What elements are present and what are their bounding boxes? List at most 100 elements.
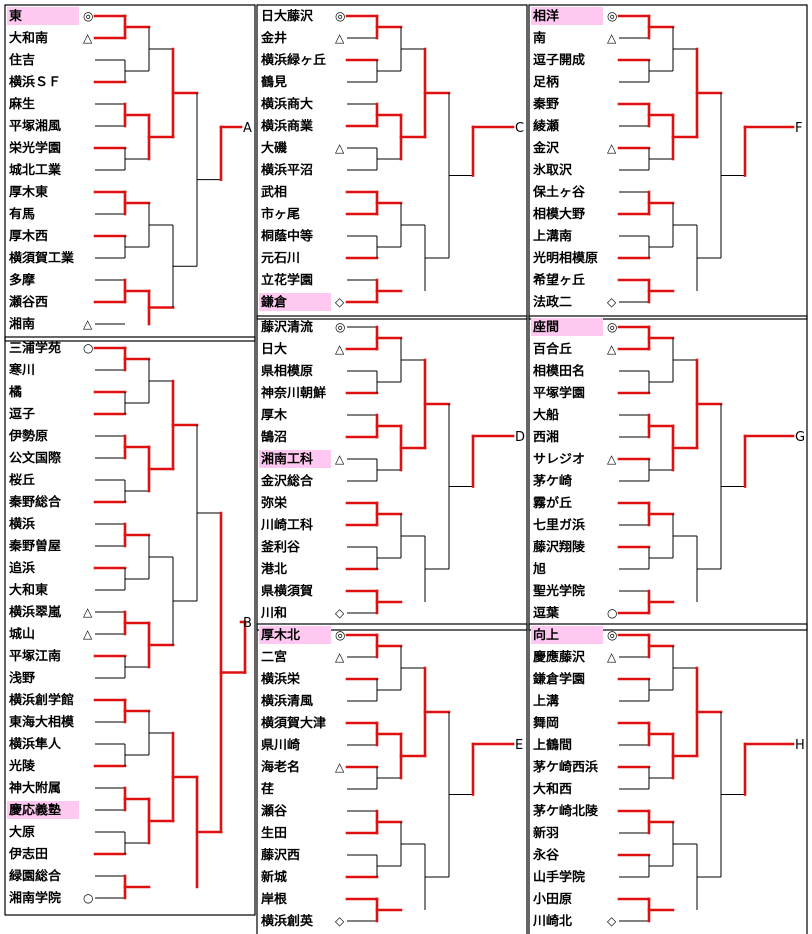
- team-highlight: [531, 318, 603, 336]
- block-frame: [528, 4, 808, 320]
- team-name: 横須賀大津: [261, 715, 327, 730]
- team-name: 麻生: [8, 96, 36, 111]
- team-name: 三浦学苑: [9, 340, 62, 355]
- team-name: 横須賀工業: [9, 250, 75, 265]
- team-name: 釜利谷: [260, 539, 301, 554]
- seed-mark: ◎: [83, 9, 93, 23]
- seed-mark: △: [83, 605, 93, 619]
- team-name: 綾瀬: [533, 118, 560, 133]
- team-name: 横浜緑ヶ丘: [261, 52, 327, 67]
- block-letter: F: [795, 121, 802, 136]
- seed-mark: ○: [83, 341, 93, 355]
- team-name: 上鶴間: [533, 737, 572, 752]
- team-name: 鎌倉: [260, 294, 288, 309]
- block-F: 相洋◎南△逗子開成足柄秦野綾瀬金沢△氷取沢保土ヶ谷相模大野上溝南光明相模原希望ヶ…: [528, 4, 808, 320]
- team-name: 川崎北: [532, 913, 573, 928]
- team-name: 慶應藤沢: [533, 649, 586, 664]
- team-name: 横浜創英: [261, 913, 314, 928]
- team-name: 弥栄: [261, 495, 288, 510]
- team-name: 鵠沼: [261, 429, 287, 444]
- block-letter: C: [515, 121, 524, 136]
- seed-mark: △: [83, 317, 93, 331]
- seed-mark: ◎: [335, 9, 345, 23]
- team-name: 厚木西: [9, 228, 48, 243]
- team-name: 橘: [8, 384, 23, 399]
- block-letter: E: [515, 738, 523, 753]
- team-name: 日大: [261, 341, 288, 356]
- team-name: 緑園総合: [9, 868, 62, 883]
- team-name: 大原: [9, 824, 36, 839]
- team-name: 茅ケ崎北陵: [533, 803, 599, 818]
- team-name: 平塚湘風: [9, 118, 62, 133]
- team-name: 大和東: [9, 582, 49, 597]
- team-name: 厚木: [261, 407, 288, 422]
- team-highlight: [531, 626, 603, 644]
- team-name: 小田原: [532, 891, 573, 906]
- team-name: 横浜商大: [261, 96, 314, 111]
- team-name: 平塚江南: [9, 648, 62, 663]
- team-name: 横浜ＳＦ: [9, 74, 61, 89]
- team-name: 上溝南: [533, 228, 573, 243]
- team-name: 湘南学院: [9, 890, 62, 905]
- team-name: 茅ケ崎: [533, 473, 573, 488]
- team-name: 東: [9, 8, 23, 23]
- seed-mark: ◎: [335, 320, 345, 334]
- team-name: 逗子: [9, 406, 36, 421]
- block-frame: [528, 315, 808, 631]
- team-name: 生田: [261, 825, 287, 840]
- team-name: 伊志田: [8, 846, 48, 861]
- team-name: 茅ケ崎西浜: [533, 759, 599, 774]
- team-name: 神奈川朝鮮: [261, 385, 327, 400]
- team-name: 桜丘: [9, 472, 36, 487]
- team-name: 横浜創学館: [9, 692, 74, 707]
- seed-mark: ○: [83, 891, 93, 905]
- team-name: 湘南: [9, 316, 36, 331]
- block-letter: D: [515, 430, 525, 445]
- seed-mark: △: [607, 31, 617, 45]
- team-name: 県横須賀: [261, 583, 314, 598]
- seed-mark: △: [335, 650, 345, 664]
- seed-mark: △: [83, 31, 93, 45]
- seed-mark: △: [607, 342, 617, 356]
- team-name: 横浜栄: [261, 671, 301, 686]
- team-name: 桐蔭中等: [261, 228, 314, 243]
- team-name: 秦野: [532, 96, 560, 111]
- team-name: 南: [533, 30, 547, 45]
- team-name: 横浜商業: [261, 118, 314, 133]
- team-name: 慶応義塾: [9, 802, 62, 817]
- team-name: 希望ヶ丘: [532, 272, 586, 287]
- team-name: 百合丘: [533, 341, 573, 356]
- team-name: 瀬谷西: [8, 294, 48, 309]
- team-highlight: [7, 801, 79, 819]
- block-frame: [528, 623, 808, 934]
- team-name: 公文国際: [9, 450, 62, 465]
- seed-mark: ◇: [335, 606, 345, 620]
- seed-mark: △: [607, 650, 617, 664]
- team-name: 多摩: [9, 272, 36, 287]
- team-name: 藤沢西: [260, 847, 300, 862]
- team-name: 海老名: [261, 759, 300, 774]
- block-frame: [256, 4, 528, 320]
- team-name: 聖光学院: [533, 583, 586, 598]
- team-highlight: [259, 626, 331, 644]
- team-highlight: [531, 7, 603, 25]
- team-name: 山手学院: [533, 869, 586, 884]
- seed-mark: ◇: [335, 914, 345, 928]
- seed-mark: △: [83, 627, 93, 641]
- team-name: 逗子開成: [533, 52, 586, 67]
- team-name: 光陵: [8, 758, 36, 773]
- team-name: 金沢総合: [260, 473, 314, 488]
- seed-mark: △: [607, 452, 617, 466]
- team-name: 法政二: [533, 294, 573, 309]
- team-name: 横浜隼人: [9, 736, 62, 751]
- seed-mark: △: [335, 760, 345, 774]
- team-name: 二宮: [261, 649, 287, 664]
- seed-mark: △: [335, 141, 345, 155]
- team-name: 鎌倉学園: [532, 671, 585, 686]
- team-name: 大和南: [9, 30, 49, 45]
- team-highlight: [259, 450, 331, 468]
- team-name: 伊勢原: [8, 428, 49, 443]
- team-name: 秦野曽屋: [8, 538, 62, 553]
- block-frame: [4, 336, 256, 916]
